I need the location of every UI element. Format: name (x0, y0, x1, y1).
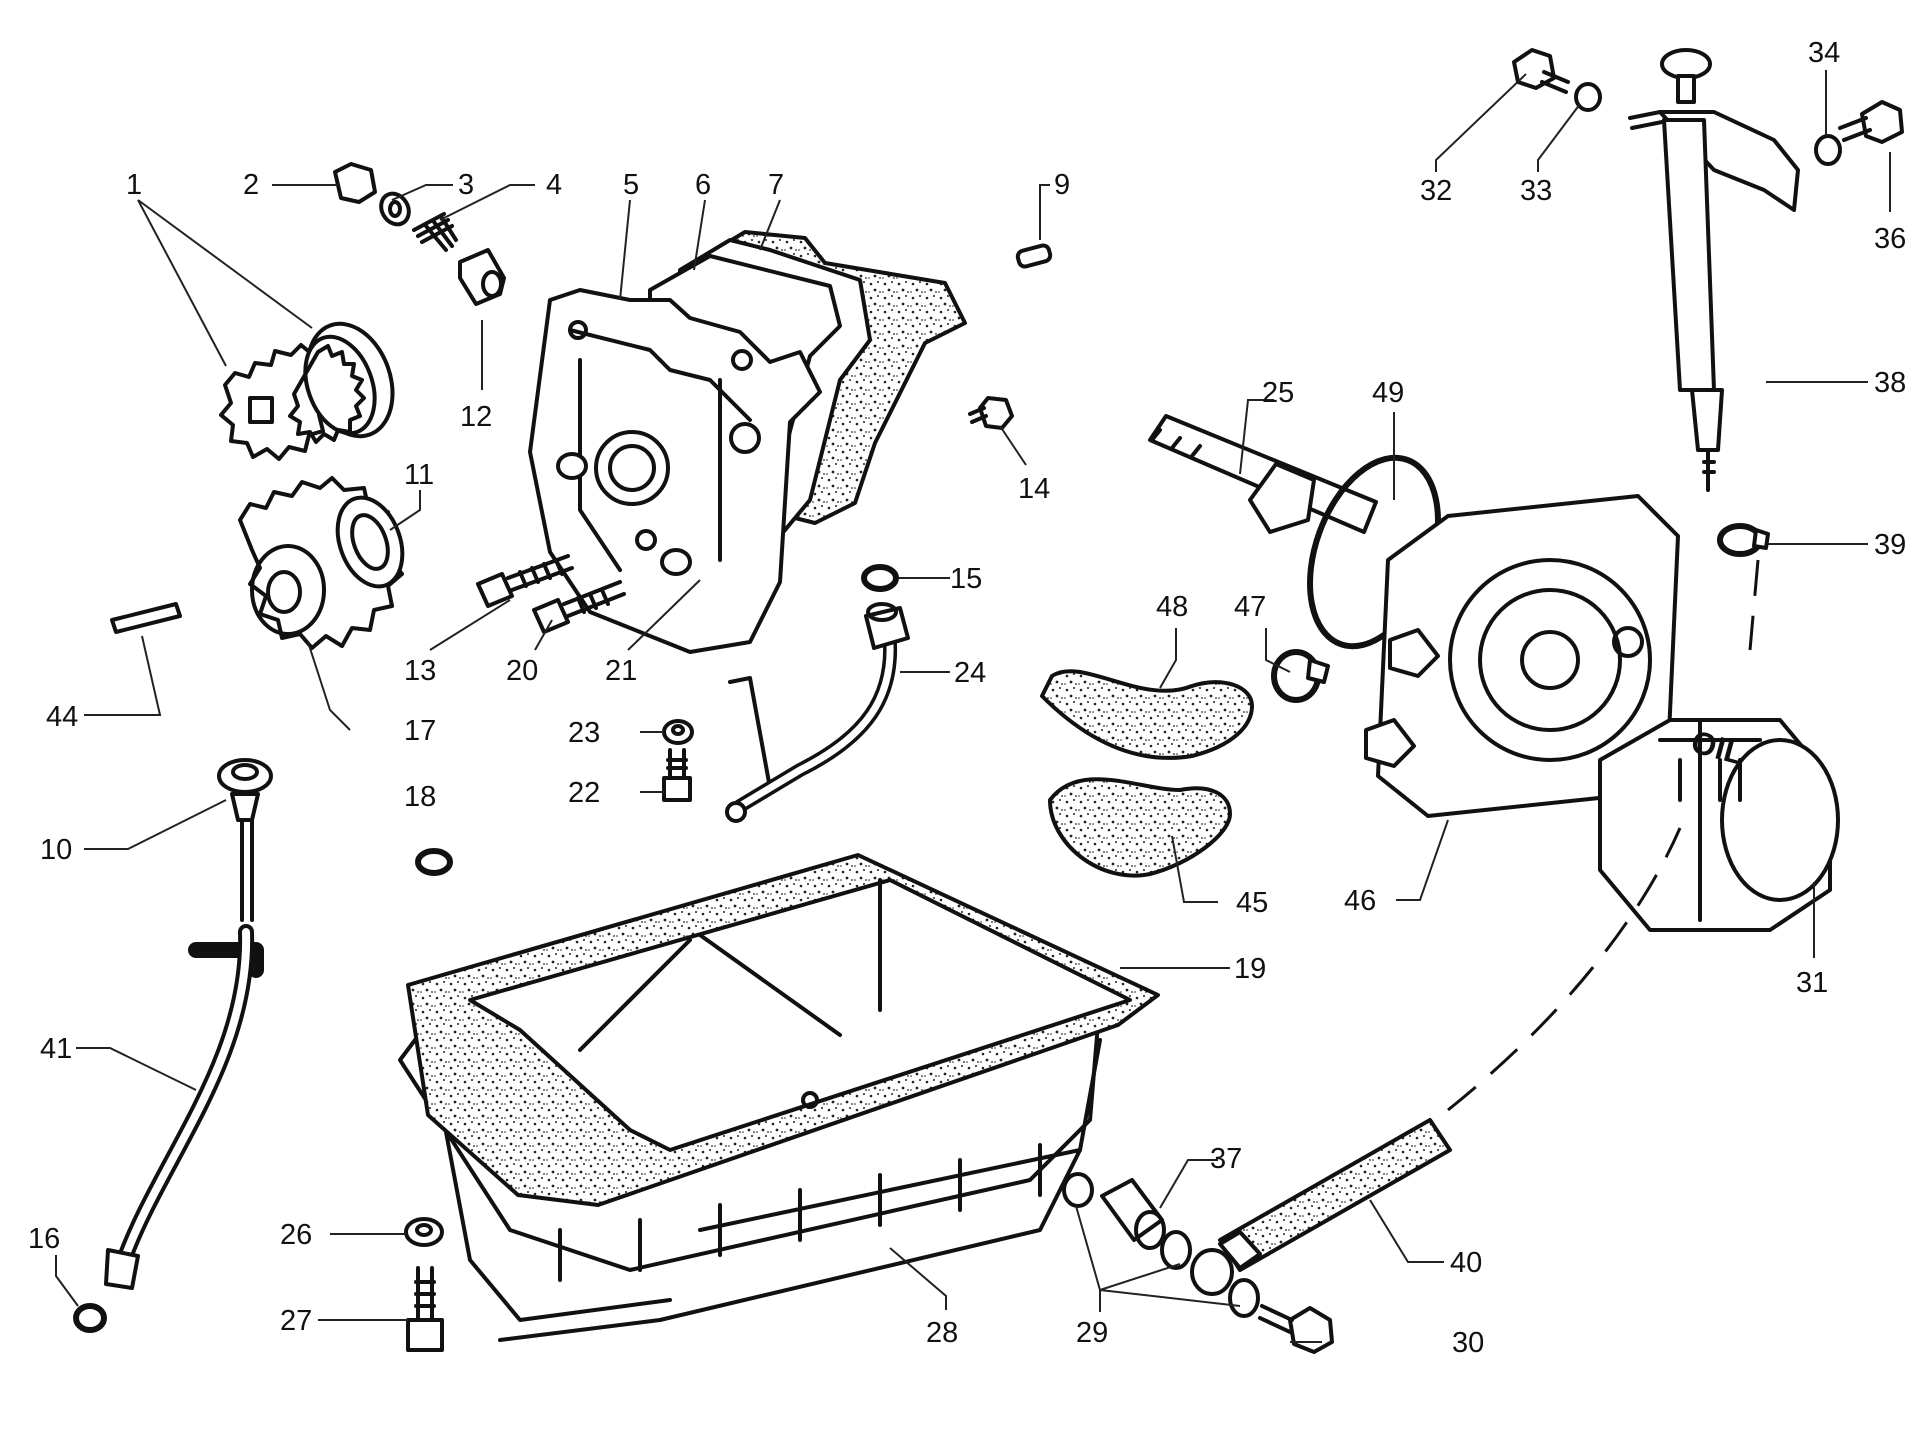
dipstick-and-tube (104, 758, 273, 1290)
washer-26 (404, 1217, 444, 1247)
callout-33: 33 (1520, 175, 1552, 207)
o-ring-15 (861, 564, 899, 592)
callout-3: 3 (458, 169, 474, 201)
oil-sump-and-gasket (398, 853, 1160, 1342)
callout-41: 41 (40, 1033, 72, 1065)
callout-4: 4 (546, 169, 562, 201)
callout-numbers: 1 2 3 4 5 6 7 9 10 11 12 13 14 15 16 17 … (28, 37, 1906, 1359)
callout-48: 48 (1156, 591, 1188, 623)
callout-13: 13 (404, 655, 436, 687)
callout-31: 31 (1796, 967, 1828, 999)
plug-screw (968, 396, 1014, 430)
callout-6: 6 (695, 169, 711, 201)
o-ring-16 (73, 1303, 107, 1333)
washer-23 (662, 719, 694, 745)
callout-2: 2 (243, 169, 259, 201)
callout-30: 30 (1452, 1327, 1484, 1359)
callout-29: 29 (1076, 1317, 1108, 1349)
callout-46: 46 (1344, 885, 1376, 917)
callout-45: 45 (1236, 887, 1268, 919)
callout-18: 18 (404, 781, 436, 813)
callout-23: 23 (568, 717, 600, 749)
dashed-line-39-31 (1748, 559, 1760, 651)
sealing-washers-29 (1062, 1172, 1262, 1318)
callout-19: 19 (1234, 953, 1266, 985)
callout-47: 47 (1234, 591, 1266, 623)
bolts-13-20 (476, 554, 626, 634)
callout-37: 37 (1210, 1143, 1242, 1175)
dowel-pin (1015, 243, 1053, 269)
callout-38: 38 (1874, 367, 1906, 399)
callout-25: 25 (1262, 377, 1294, 409)
callout-7: 7 (768, 169, 784, 201)
callout-26: 26 (280, 1219, 312, 1251)
banjo-bolt-25 (1148, 414, 1378, 534)
callout-14: 14 (1018, 473, 1050, 505)
callout-36: 36 (1874, 223, 1906, 255)
callout-49: 49 (1372, 377, 1404, 409)
drive-gear-seal-key (110, 476, 405, 650)
oil-pump-body-and-gaskets (528, 230, 967, 654)
callout-44: 44 (46, 701, 78, 733)
washer-34 (1814, 134, 1842, 166)
callout-34: 34 (1808, 37, 1840, 69)
callout-12: 12 (460, 401, 492, 433)
callout-22: 22 (568, 777, 600, 809)
banjo-bolt-30 (1258, 1304, 1334, 1354)
union-37 (1100, 1178, 1166, 1250)
callout-28: 28 (926, 1317, 958, 1349)
callout-9: 9 (1054, 169, 1070, 201)
oil-cooler-housing-46 (1364, 494, 1680, 818)
callout-39: 39 (1874, 529, 1906, 561)
o-ring-18 (415, 848, 453, 876)
hose-clamp-39 (1717, 523, 1770, 557)
callout-11: 11 (404, 459, 434, 491)
callout-1: 1 (126, 169, 142, 201)
oil-filter: OIL (1598, 718, 1840, 932)
drain-hose-40 (1218, 827, 1682, 1272)
callout-15: 15 (950, 563, 982, 595)
callout-27: 27 (280, 1305, 312, 1337)
bolt-32 (1512, 48, 1570, 94)
relief-valve-parts (333, 162, 506, 306)
callout-20: 20 (506, 655, 538, 687)
callout-32: 32 (1420, 175, 1452, 207)
callout-10: 10 (40, 834, 72, 866)
bolt-27 (406, 1266, 444, 1352)
callout-40: 40 (1450, 1247, 1482, 1279)
hoses-45-48 (1040, 669, 1254, 878)
callout-21: 21 (605, 655, 637, 687)
callout-16: 16 (28, 1223, 60, 1255)
hose-clip-47 (1271, 649, 1330, 703)
bolt-22 (662, 748, 692, 802)
oil-pickup-tube (725, 602, 910, 823)
callout-17: 17 (404, 715, 436, 747)
upper-dipstick-tube-38 (1628, 48, 1800, 492)
leader-lines (55, 70, 1891, 1343)
washer-33 (1574, 82, 1602, 112)
bolt-36 (1838, 100, 1904, 144)
callout-24: 24 (954, 657, 986, 689)
oil-pump-rotor-set (219, 321, 395, 461)
callout-5: 5 (623, 169, 639, 201)
